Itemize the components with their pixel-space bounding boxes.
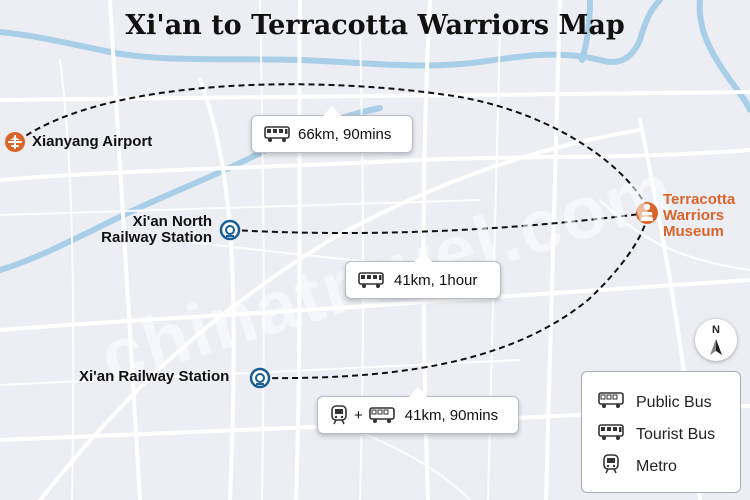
route-plus: + (354, 406, 363, 424)
north-compass: N (695, 319, 737, 361)
map-title: Xi'an to Terracotta Warriors Map (125, 10, 625, 41)
legend-label-tourist-bus: Tourist Bus (636, 425, 716, 443)
place-label-museum-line2: Warriors (663, 207, 725, 224)
route-distance-railway-station: 41km, 90mins (404, 406, 499, 424)
railway-station-icon (219, 219, 241, 241)
public-bus-icon (368, 406, 395, 424)
route-callout-airport[interactable]: 66km, 90mins (251, 106, 413, 153)
metro-icon (330, 405, 348, 425)
place-label-railway-station: Xi'an Railway Station (79, 368, 230, 385)
airplane-icon (5, 132, 25, 152)
callout-pointer (414, 252, 432, 262)
legend-item-tourist-bus: Tourist Bus (598, 423, 715, 446)
place-label-airport: Xianyang Airport (32, 133, 153, 150)
tourist-bus-icon (598, 423, 624, 446)
river (696, 0, 750, 113)
route-callout-railway-station[interactable]: + 41km, 90mins (317, 387, 519, 434)
route-distance-north-station: 41km, 1hour (394, 271, 478, 289)
place-label-north-station: Xi'an North Railway Station (90, 214, 212, 246)
callout-pointer (323, 106, 341, 116)
railway-station-icon (249, 367, 271, 389)
legend-label-metro: Metro (636, 457, 677, 475)
legend-item-metro: Metro (602, 454, 677, 479)
tourist-bus-icon (358, 271, 384, 289)
compass-north-label: N (712, 324, 720, 336)
metro-icon (602, 454, 620, 479)
route-line-airport (17, 83, 649, 211)
tourist-bus-icon (264, 125, 290, 143)
river (0, 0, 663, 69)
public-bus-icon (598, 391, 624, 414)
place-label-north-station-line2: Railway Station (101, 229, 212, 246)
terracotta-warrior-icon (636, 202, 658, 224)
legend-item-public-bus: Public Bus (598, 391, 712, 414)
route-callout-north-station[interactable]: 41km, 1hour (345, 252, 501, 299)
place-label-museum-line1: Terracotta (663, 191, 736, 208)
route-line-north-station (231, 212, 649, 235)
callout-pointer (409, 387, 427, 397)
route-distance-airport: 66km, 90mins (298, 125, 392, 143)
map-legend: Public Bus Tourist Bus (581, 371, 741, 493)
place-label-north-station-line1: Xi'an North (132, 213, 212, 230)
legend-label-public-bus: Public Bus (636, 393, 712, 411)
compass-arrow-icon (710, 339, 722, 355)
place-label-museum: Terracotta Warriors Museum (663, 192, 735, 240)
river (579, 0, 593, 63)
place-label-museum-line3: Museum (663, 223, 724, 240)
